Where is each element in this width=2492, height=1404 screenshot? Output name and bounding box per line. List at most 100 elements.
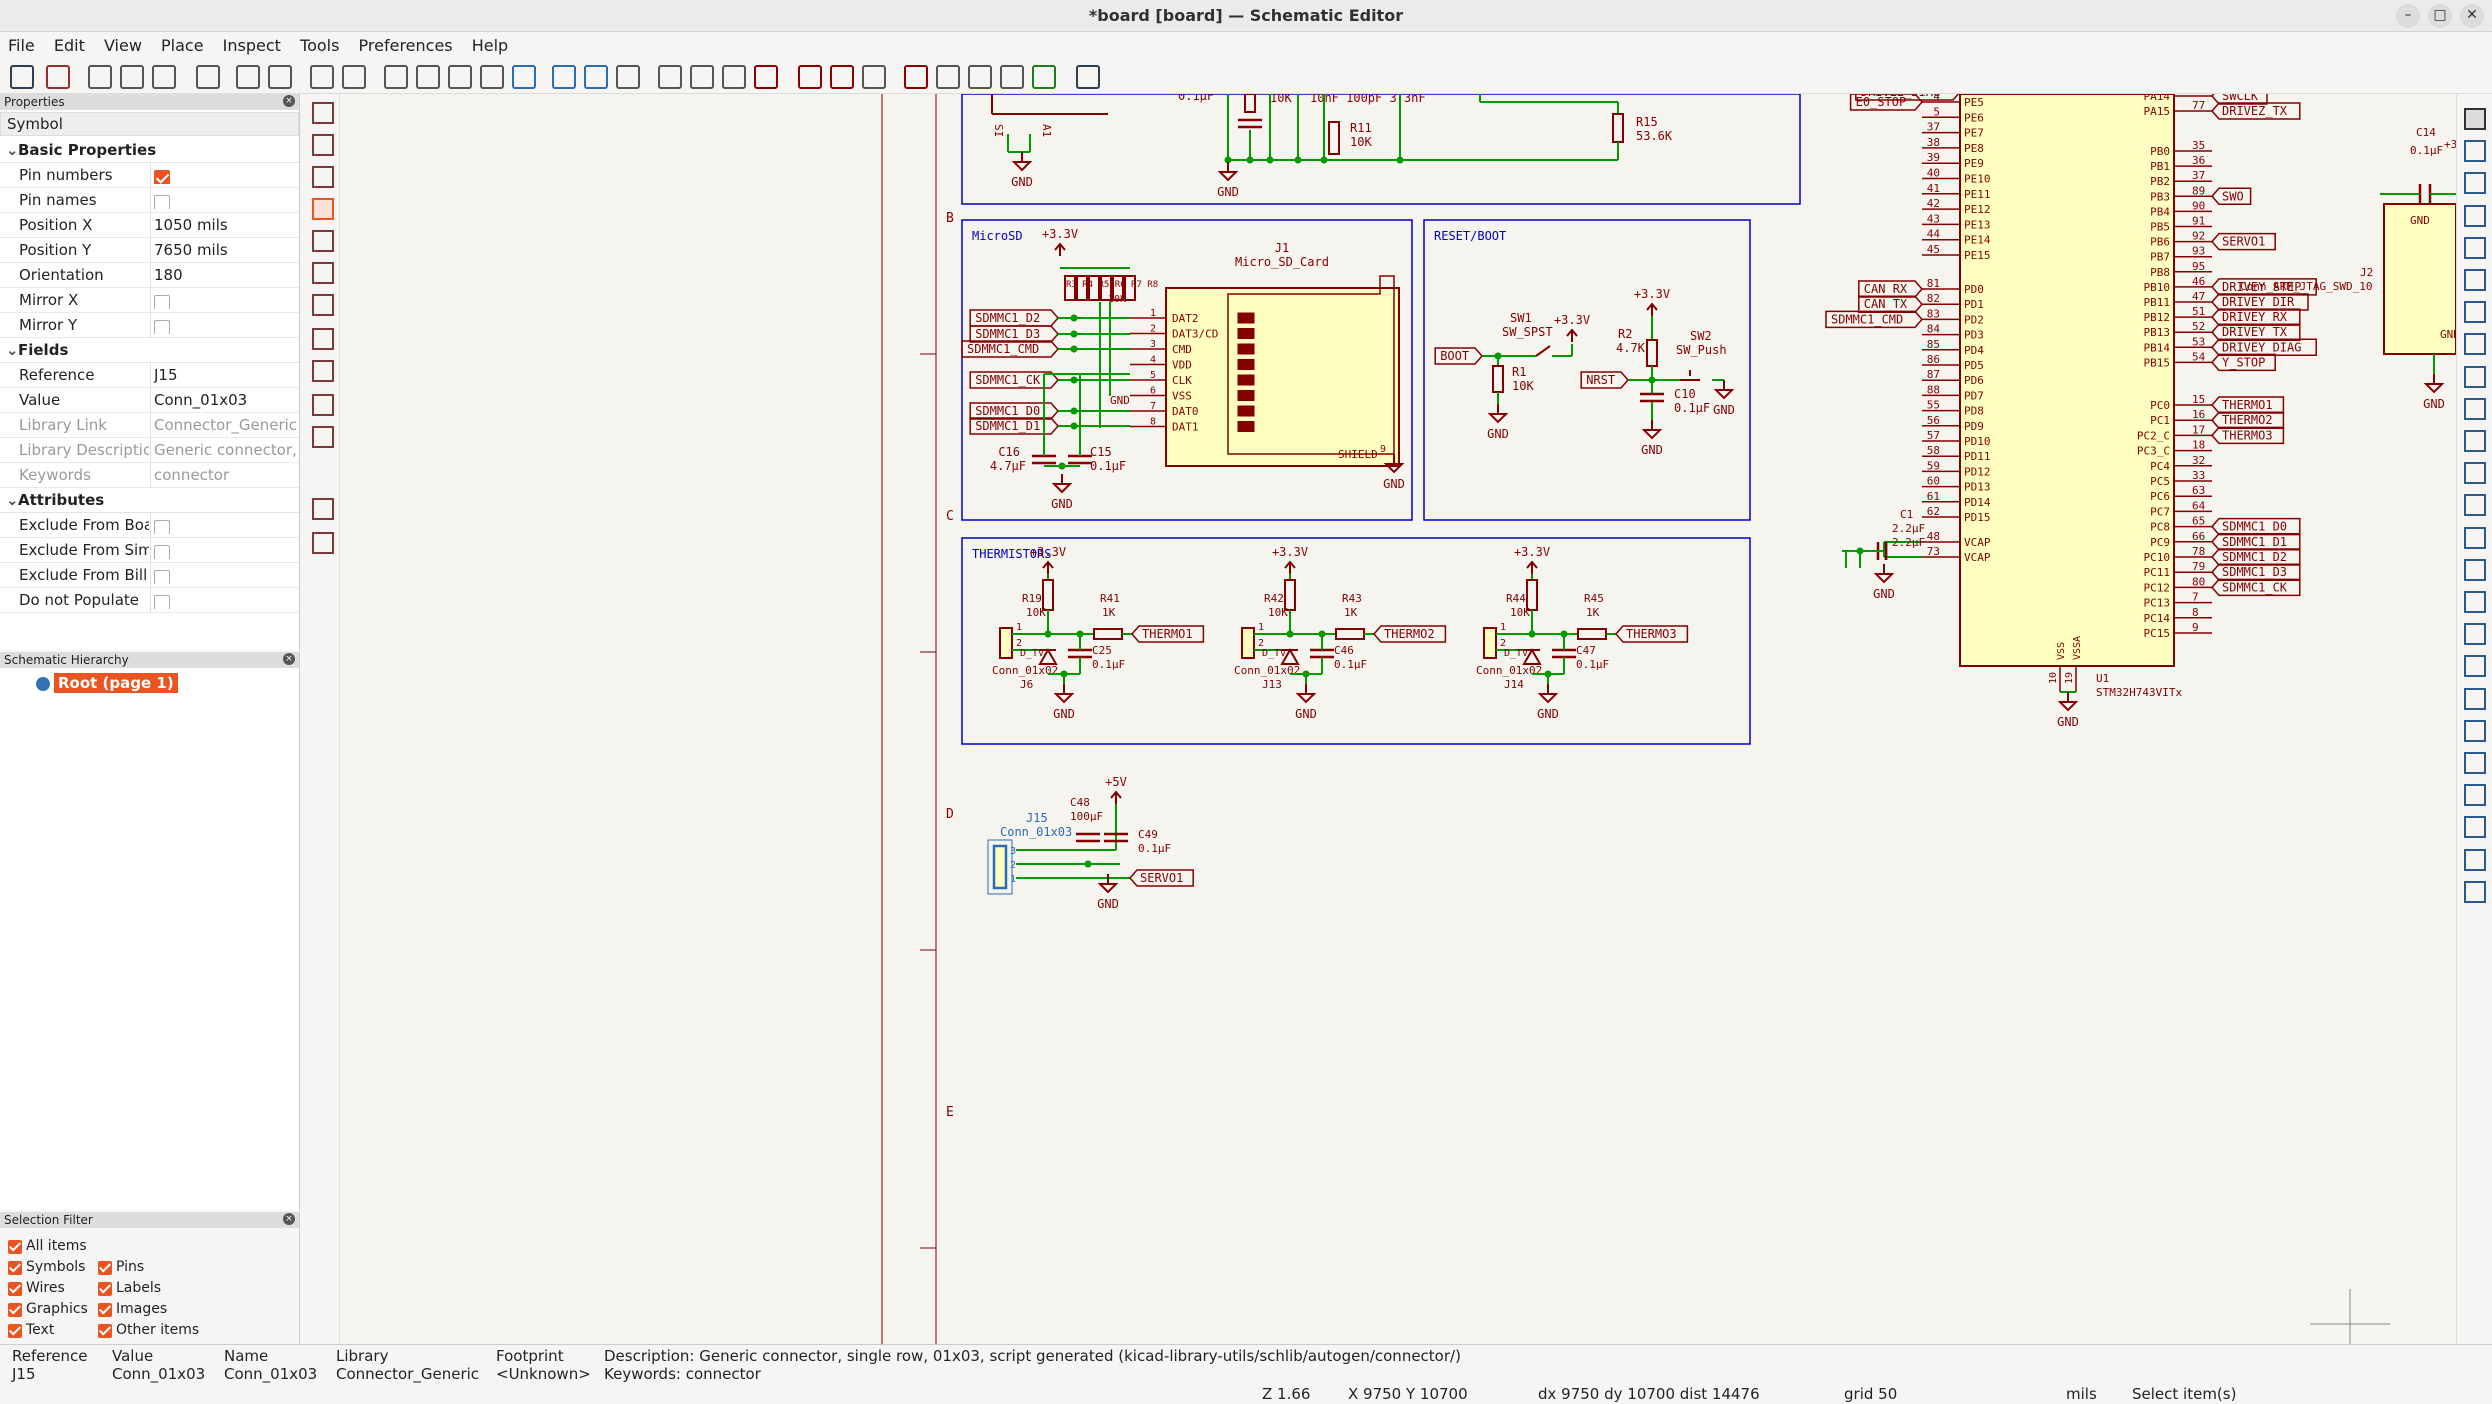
prop-value[interactable] — [154, 516, 298, 534]
navigate-up-icon[interactable] — [616, 65, 640, 89]
maximize-icon[interactable]: □ — [2428, 4, 2452, 28]
print-icon[interactable] — [120, 65, 144, 89]
table-icon[interactable] — [2464, 655, 2486, 678]
plot-icon[interactable] — [152, 65, 176, 89]
filter-images[interactable]: Images — [98, 1301, 167, 1317]
navigate-forward-icon[interactable] — [658, 65, 682, 89]
zoom-in-icon[interactable] — [416, 65, 440, 89]
symbol-type-combo[interactable]: Symbol — [0, 112, 299, 136]
exclude-from-simulation-checkbox[interactable] — [154, 544, 170, 559]
filter-checkbox[interactable] — [98, 1282, 112, 1296]
filter-pins[interactable]: Pins — [98, 1259, 144, 1275]
exclude-from-board-checkbox[interactable] — [154, 519, 170, 534]
filter-checkbox[interactable] — [98, 1261, 112, 1275]
filter-checkbox[interactable] — [98, 1303, 112, 1317]
highlight-net-icon[interactable] — [2464, 140, 2486, 163]
annotate-icon[interactable] — [904, 65, 928, 89]
prop-value[interactable] — [154, 541, 298, 559]
erc-icon[interactable] — [936, 65, 960, 89]
hier-sheet-icon[interactable] — [2464, 494, 2486, 517]
prop-value[interactable]: Generic connector, single row — [154, 441, 298, 459]
pin-numbers-checkbox[interactable] — [154, 169, 170, 184]
hierarchy-root-item[interactable]: Root (page 1) — [36, 673, 178, 693]
grid-overrides-icon[interactable] — [312, 134, 334, 156]
refresh-icon[interactable] — [384, 65, 408, 89]
wire-90-icon[interactable] — [312, 360, 334, 382]
mirror-v-icon[interactable] — [754, 65, 778, 89]
circle-icon[interactable] — [2464, 719, 2486, 742]
hidden-pins-icon[interactable] — [312, 294, 334, 316]
find-icon[interactable] — [310, 65, 334, 89]
filter-graphics[interactable]: Graphics — [8, 1301, 88, 1317]
prop-value[interactable]: J15 — [154, 366, 178, 384]
symbol-editor-icon[interactable] — [830, 65, 854, 89]
inches-units-icon[interactable] — [312, 166, 334, 188]
close-icon[interactable]: × — [283, 1213, 295, 1225]
do-not-populate-checkbox[interactable] — [154, 594, 170, 609]
filter-checkbox[interactable] — [8, 1261, 22, 1275]
global-label-icon[interactable] — [2464, 430, 2486, 452]
junction-icon[interactable] — [2464, 365, 2486, 388]
add-symbol-icon[interactable] — [2464, 172, 2486, 195]
schematic-setup-icon[interactable] — [46, 65, 70, 89]
filter-other-items[interactable]: Other items — [98, 1322, 199, 1338]
paste-icon[interactable] — [196, 65, 220, 89]
hierarchy-navigator-icon[interactable] — [312, 532, 334, 554]
menu-tools[interactable]: Tools — [300, 36, 340, 55]
mm-units-icon[interactable] — [312, 230, 334, 252]
import-sheet-icon[interactable] — [2464, 526, 2486, 549]
filter-checkbox[interactable] — [8, 1240, 22, 1254]
menu-place[interactable]: Place — [161, 36, 204, 55]
prop-value[interactable] — [154, 191, 298, 209]
filter-wires[interactable]: Wires — [8, 1280, 65, 1296]
wire-free-icon[interactable] — [312, 394, 334, 416]
zoom-object-icon[interactable] — [512, 65, 536, 89]
arc-icon[interactable] — [2464, 752, 2486, 774]
cursor-style-icon[interactable] — [312, 262, 334, 284]
prop-value[interactable] — [154, 316, 298, 334]
exclude-from-bill-of-materials-checkbox[interactable] — [154, 569, 170, 584]
menu-file[interactable]: File — [8, 36, 35, 55]
close-icon[interactable]: × — [283, 653, 295, 665]
menu-preferences[interactable]: Preferences — [358, 36, 453, 55]
prop-value[interactable] — [154, 566, 298, 584]
symbol-fields-icon[interactable] — [968, 65, 992, 89]
add-bus-icon[interactable] — [2464, 269, 2486, 291]
properties-panel-toggle-icon[interactable] — [312, 498, 334, 520]
menu-edit[interactable]: Edit — [53, 36, 85, 55]
prop-value[interactable]: 1050 mils — [154, 216, 228, 234]
prop-value[interactable] — [154, 291, 298, 309]
zoom-fit-icon[interactable] — [480, 65, 504, 89]
prop-value[interactable] — [154, 166, 298, 184]
prop-value[interactable]: Connector_Generic:Conn_01x03 — [154, 416, 298, 434]
new-page-icon[interactable] — [88, 65, 112, 89]
zoom-selection-icon[interactable] — [552, 65, 576, 89]
filter-labels[interactable]: Labels — [98, 1280, 161, 1296]
menu-view[interactable]: View — [103, 36, 142, 55]
grid-toggle-icon[interactable] — [312, 102, 334, 124]
select-icon[interactable] — [2464, 108, 2486, 130]
rotate-ccw-icon[interactable] — [690, 65, 714, 89]
filter-checkbox[interactable] — [8, 1282, 22, 1296]
bezier-icon[interactable] — [2464, 784, 2486, 807]
assign-footprints-icon[interactable] — [1000, 65, 1024, 89]
textbox-icon[interactable] — [2464, 623, 2486, 646]
rectangle-icon[interactable] — [2464, 687, 2486, 710]
text-icon[interactable] — [2464, 591, 2486, 613]
filter-all-items[interactable]: All items — [8, 1238, 87, 1254]
section-basic-properties[interactable]: ⌄Basic Properties — [0, 138, 299, 163]
mils-units-icon[interactable] — [312, 198, 334, 220]
prop-value[interactable] — [154, 591, 298, 609]
filter-checkbox[interactable] — [98, 1324, 112, 1338]
sheet-pin-icon[interactable] — [2464, 558, 2486, 581]
menu-inspect[interactable]: Inspect — [222, 36, 281, 55]
hier-label-icon[interactable] — [2464, 462, 2486, 485]
section-fields[interactable]: ⌄Fields — [0, 338, 299, 363]
filter-checkbox[interactable] — [8, 1303, 22, 1317]
prop-value[interactable]: 7650 mils — [154, 241, 228, 259]
filter-symbols[interactable]: Symbols — [8, 1259, 85, 1275]
filter-text[interactable]: Text — [8, 1322, 54, 1338]
navigate-back-icon[interactable] — [584, 65, 608, 89]
symbol-browser-icon[interactable] — [862, 65, 886, 89]
